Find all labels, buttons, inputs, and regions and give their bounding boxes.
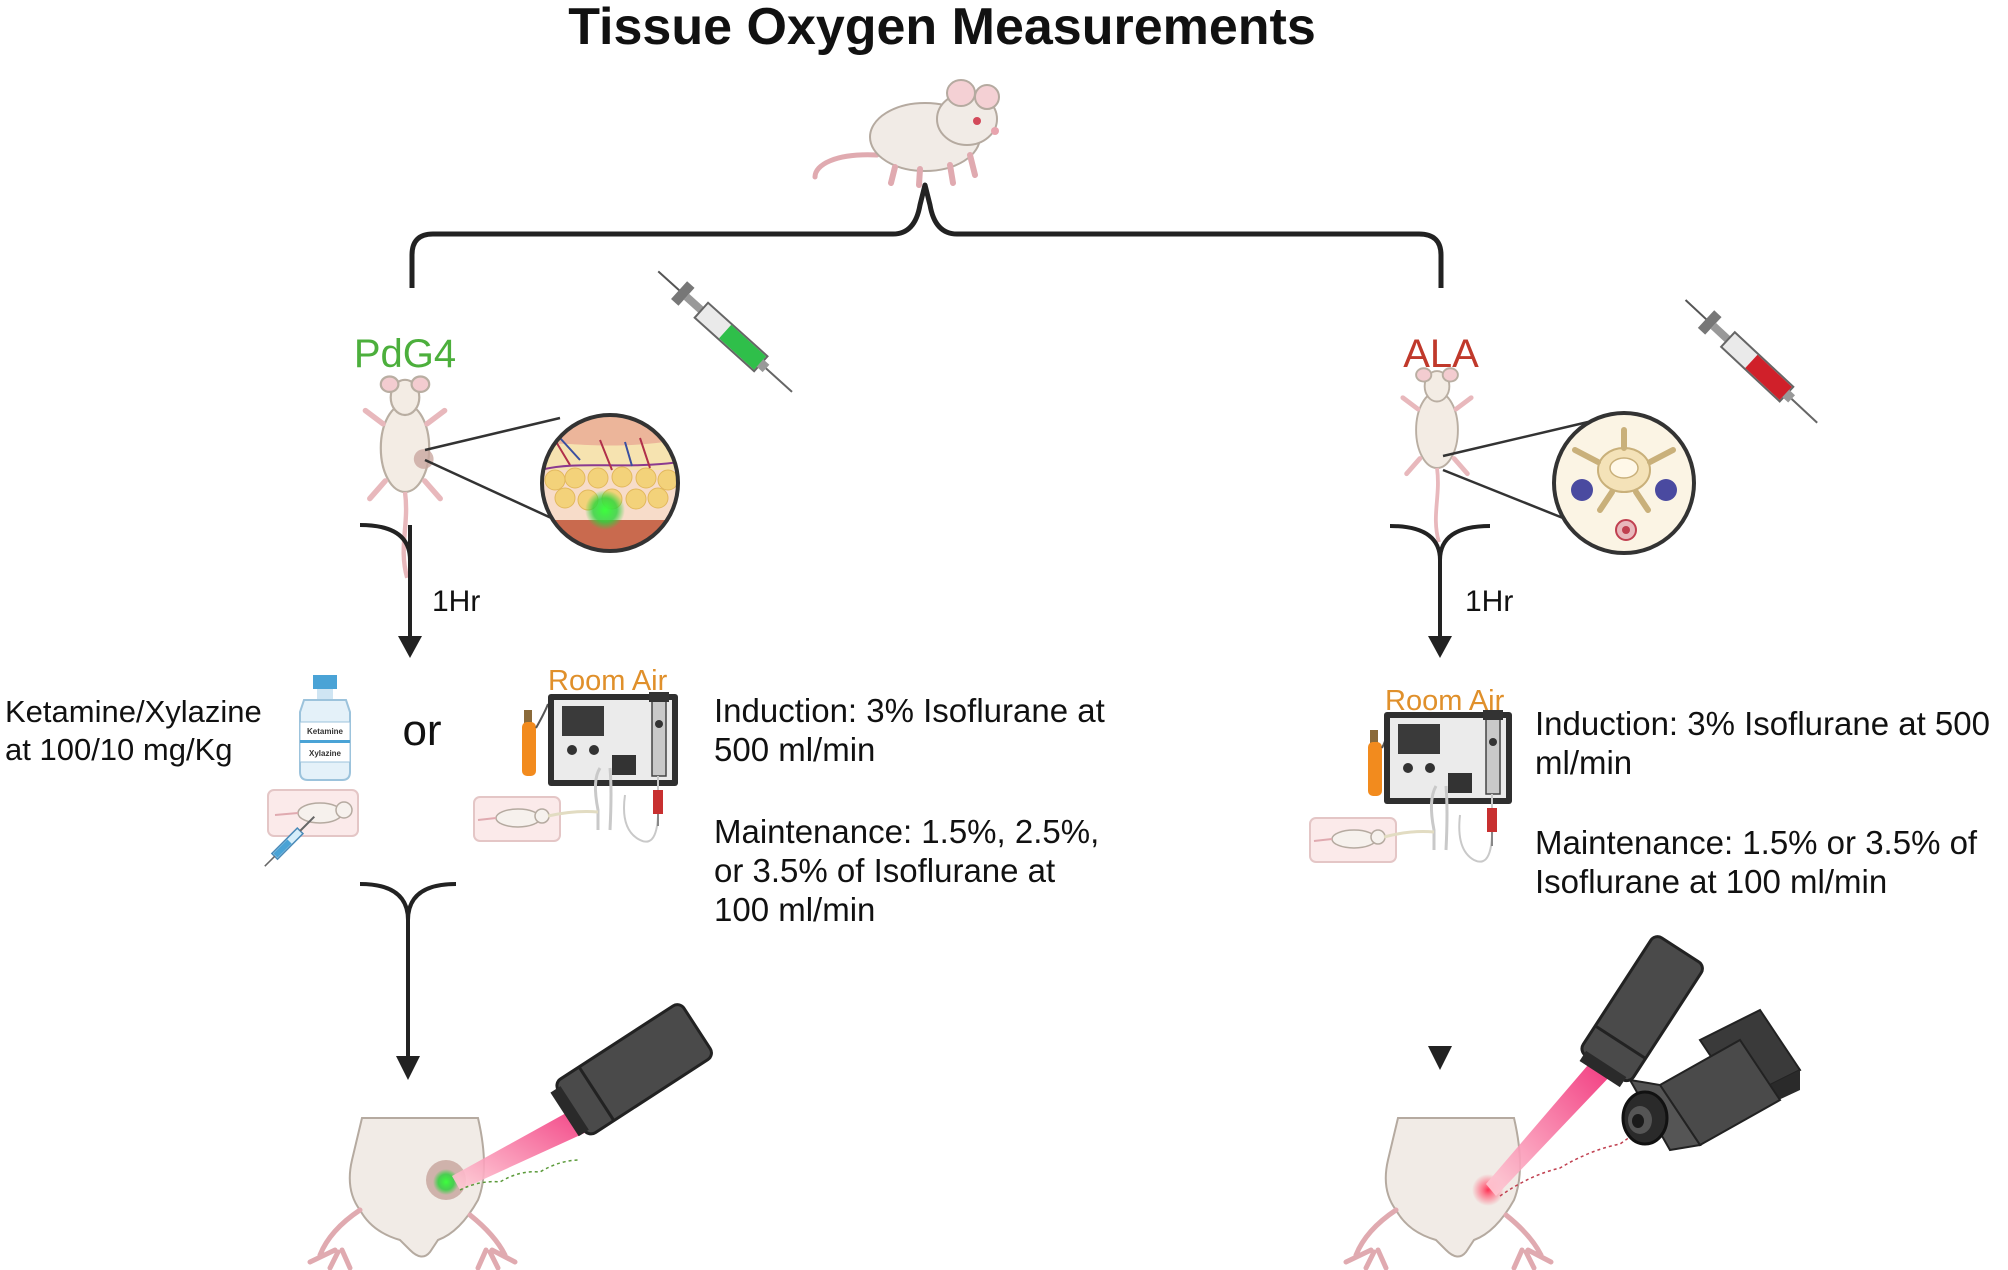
mouse-injection-icon xyxy=(264,789,359,867)
zoom-line xyxy=(1442,420,1589,458)
maintenance-line2: or 3.5% of Isoflurane at xyxy=(714,852,1055,889)
mouse-hindlimb-icon xyxy=(307,1117,518,1270)
zoom-line xyxy=(424,458,561,524)
page-title: Tissue Oxygen Measurements xyxy=(568,0,1316,56)
or-label: or xyxy=(402,706,441,755)
arrow-shaft xyxy=(359,882,410,1060)
mouse-hindlimb-icon xyxy=(1343,1117,1554,1270)
induction-line1: Induction: 3% Isoflurane at 500 xyxy=(1535,705,1990,742)
induction-line2: ml/min xyxy=(1535,744,1632,781)
time-label: 1Hr xyxy=(1465,585,1513,618)
group-label-pdg4: PdG4 xyxy=(354,332,456,376)
injectable-line1: Ketamine/Xylazine xyxy=(5,694,262,729)
vial-label1: Ketamine xyxy=(307,727,344,736)
arrow-head xyxy=(1428,636,1452,658)
maintenance-line3: 100 ml/min xyxy=(714,891,875,928)
room-air-label: Room Air xyxy=(548,665,668,697)
zoom-line xyxy=(424,416,561,452)
syringe-icon xyxy=(657,270,793,393)
oxygen-probe-icon xyxy=(1486,935,1704,1197)
arrow-head xyxy=(398,636,422,658)
mouse-inhalation-icon xyxy=(1309,817,1435,863)
isoflurane-vaporizer-icon xyxy=(522,692,678,843)
maintenance-line1: Maintenance: 1.5%, 2.5%, xyxy=(714,813,1099,850)
oxygen-probe-icon xyxy=(452,1003,713,1191)
top-bracket xyxy=(409,182,1444,288)
time-label: 1Hr xyxy=(432,585,480,618)
mouse-icon xyxy=(1403,368,1471,542)
injectable-line2: at 100/10 mg/Kg xyxy=(5,732,233,767)
isoflurane-vaporizer-icon xyxy=(1368,710,1512,863)
tissue-cross-section-icon xyxy=(540,413,680,553)
induction-line2: 500 ml/min xyxy=(714,731,875,768)
camera-icon xyxy=(1621,1008,1802,1152)
mouse-inhalation-icon xyxy=(473,796,599,842)
maintenance-line1: Maintenance: 1.5% or 3.5% of xyxy=(1535,824,1978,861)
vial-icon: Ketamine Xylazine xyxy=(299,675,351,781)
group-label-ala: ALA xyxy=(1403,332,1479,376)
arrow-shaft xyxy=(1389,524,1442,640)
mouse-icon xyxy=(365,377,444,578)
spinal-cord-cross-section-icon xyxy=(1552,411,1696,555)
mouse-icon xyxy=(812,79,1000,188)
syringe-icon xyxy=(1684,299,1818,424)
vial-label2: Xylazine xyxy=(309,749,342,758)
arrow-head xyxy=(1428,1046,1452,1070)
maintenance-line2: Isoflurane at 100 ml/min xyxy=(1535,863,1887,900)
arrow-head xyxy=(396,1056,420,1080)
induction-line1: Induction: 3% Isoflurane at xyxy=(714,692,1105,729)
